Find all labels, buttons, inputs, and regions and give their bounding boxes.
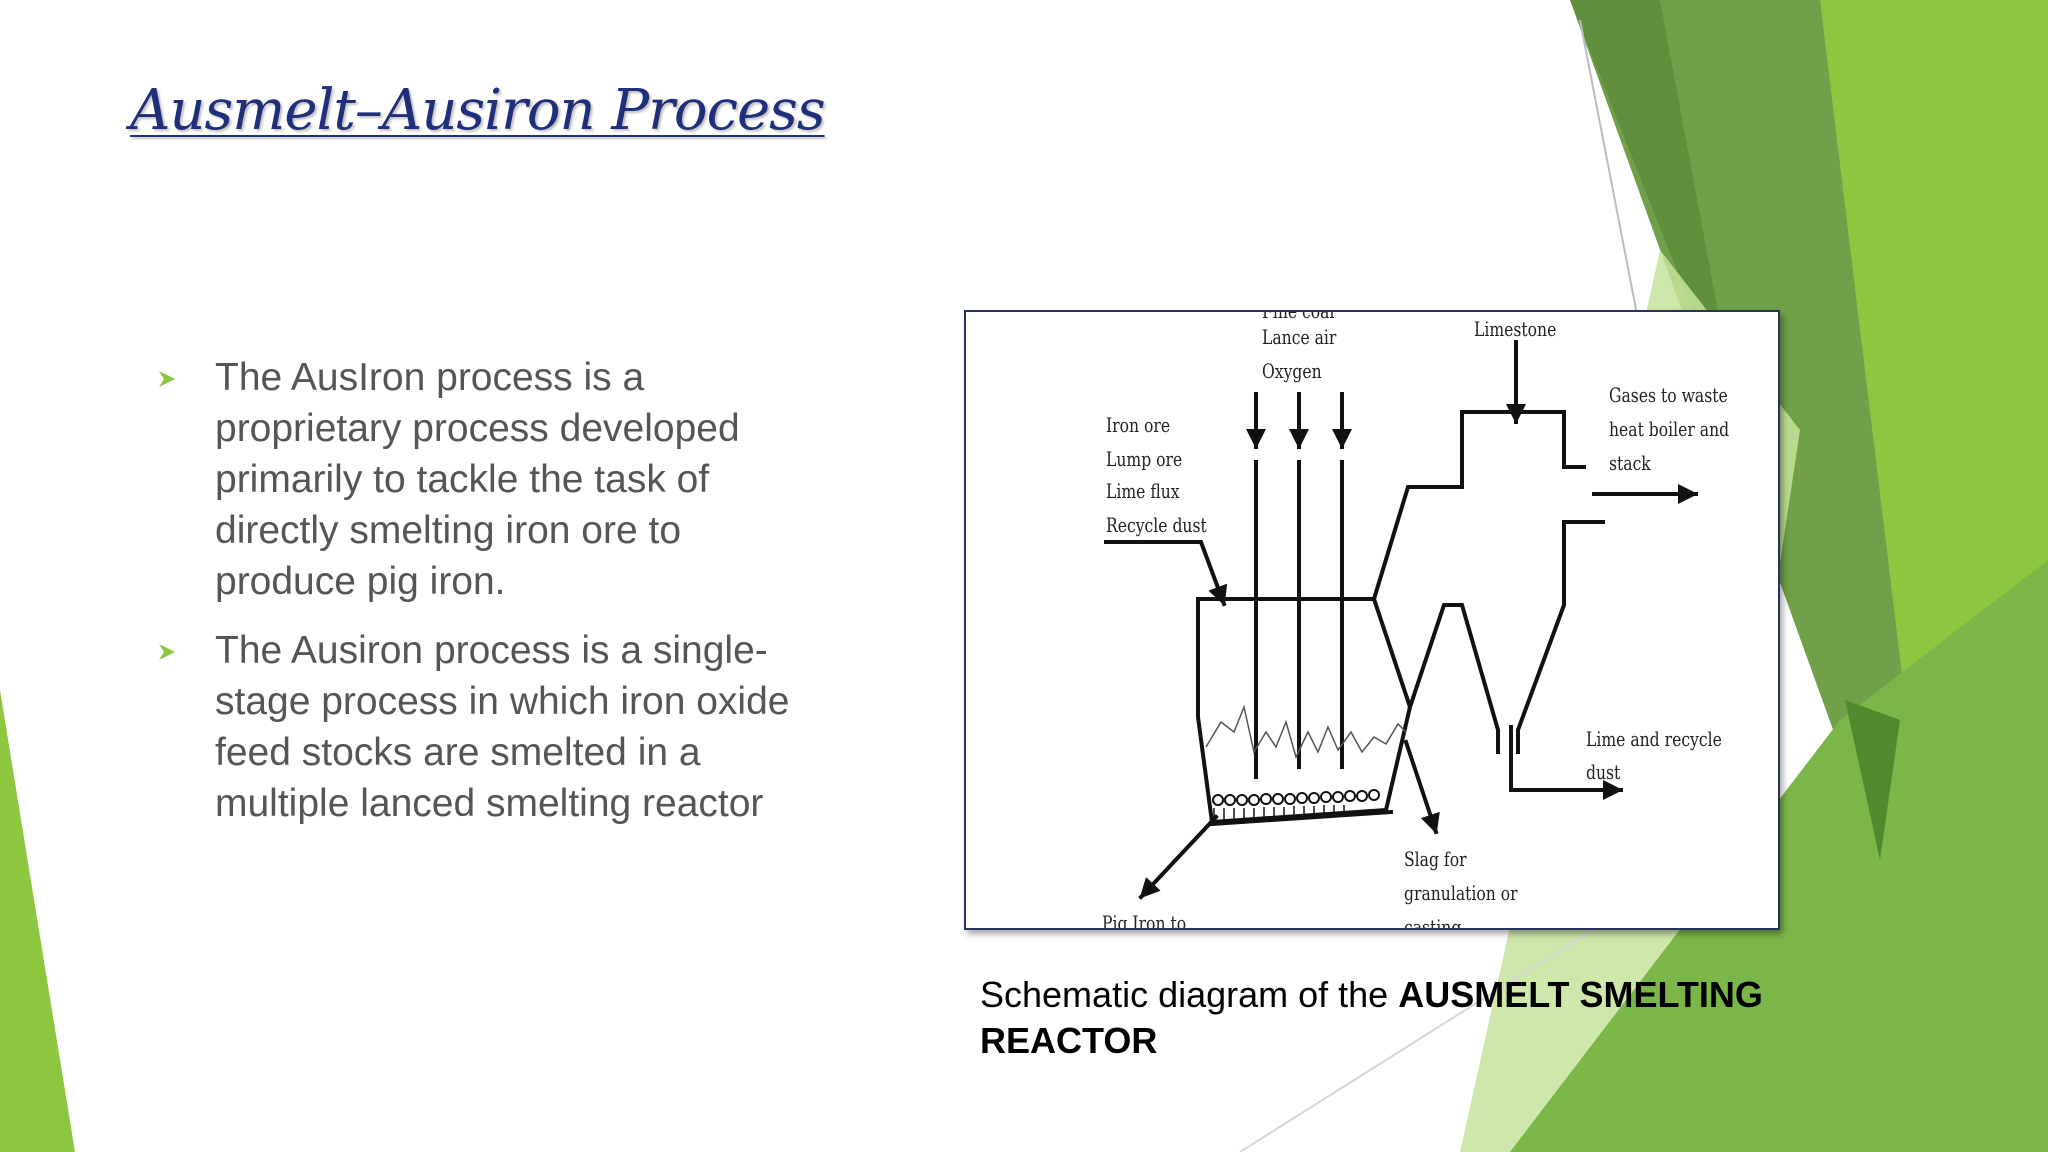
label-slag: Slag for	[1404, 847, 1467, 871]
diagram-caption: Schematic diagram of the AUSMELT SMELTIN…	[980, 972, 1860, 1064]
cyclone-wall	[1516, 520, 1605, 754]
label-feed-input: Lime flux	[1106, 479, 1180, 503]
label-pig-iron: Pig Iron to	[1102, 911, 1187, 930]
label-gases-out: stack	[1609, 451, 1651, 475]
deco-thin-line-1	[1579, 19, 1641, 331]
arrowhead-bullet-icon	[159, 644, 175, 660]
offtake-duct	[1371, 410, 1586, 602]
reactor-floor	[1209, 809, 1394, 827]
bath-surface	[1205, 704, 1407, 760]
pig-iron-arrow	[1138, 814, 1219, 900]
label-gases-out: heat boiler and	[1609, 417, 1730, 441]
reactor-schematic-drawing	[1104, 340, 1698, 900]
caption-plain-text: Schematic diagram of the	[980, 974, 1399, 1015]
bullet-item: The Ausiron process is a single-stage pr…	[155, 625, 805, 829]
label-gases-out: Gases to waste	[1609, 383, 1728, 407]
arrowhead-bullet-icon	[159, 371, 175, 387]
feed-line	[1104, 540, 1228, 607]
recycle-outlet-arrow	[1509, 725, 1623, 800]
bullet-text: The AusIron process is a proprietary pro…	[215, 356, 740, 603]
label-lime-recycle: dust	[1586, 760, 1621, 784]
label-feed-input: Recycle dust	[1106, 513, 1207, 537]
label-lance-input: Fine coal	[1262, 310, 1335, 323]
bullet-text: The Ausiron process is a single-stage pr…	[215, 629, 790, 825]
label-feed-input: Iron ore	[1106, 413, 1171, 437]
bullet-list: The AusIron process is a proprietary pro…	[155, 352, 805, 847]
label-lance-input: Lance air	[1262, 325, 1337, 349]
deco-thin-line-2	[1239, 899, 1641, 1152]
slide-title: Ausmelt–Ausiron Process	[130, 78, 826, 143]
label-feed-input: Lump ore	[1106, 447, 1183, 471]
label-slag: casting	[1404, 915, 1462, 930]
label-limestone: Limestone	[1474, 317, 1557, 341]
reactor-roof	[1196, 597, 1413, 825]
label-lance-input: Oxygen	[1262, 359, 1322, 383]
molten-metal-layer	[1212, 789, 1380, 806]
bullet-item: The AusIron process is a proprietary pro…	[155, 352, 805, 607]
hearth-hatching	[1213, 805, 1345, 822]
caption-bold-text: AUSMELT SMELTING REACTOR	[980, 974, 1763, 1061]
offtake-duct-lower	[1407, 603, 1500, 754]
label-slag: granulation or	[1404, 881, 1518, 905]
slag-arrow	[1403, 739, 1440, 835]
deco-deep-green-sliver	[1845, 700, 1900, 860]
label-lime-recycle: Lime and recycle	[1586, 727, 1722, 751]
deco-left-triangle	[0, 690, 75, 1152]
reactor-schematic-diagram: Fine coal Lance air Oxygen Iron ore Lump…	[964, 310, 1780, 930]
